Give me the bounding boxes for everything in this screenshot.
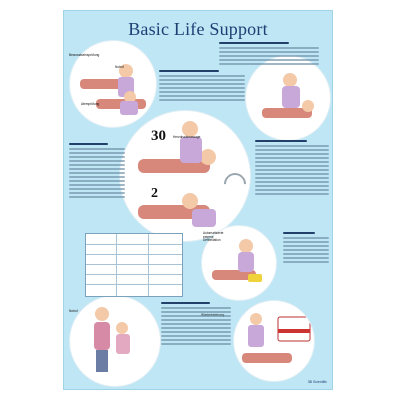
scene-aed-illustration <box>212 239 262 282</box>
text-block-right <box>255 140 329 195</box>
illustration-recovery <box>245 55 331 141</box>
text-block-right-lower <box>283 232 329 263</box>
text-block-left <box>69 143 125 198</box>
illustration-cpr-center <box>119 110 251 242</box>
scene-child-illustration <box>94 307 130 372</box>
poster-title: Basic Life Support <box>128 19 268 39</box>
label-top-left: Bewusstseinsprüfung <box>69 53 100 57</box>
label-bottom-left: Notruf <box>69 309 78 313</box>
text-block-top-right <box>219 42 319 65</box>
bls-poster: Basic Life Support Bewusstseinsprüfung N… <box>63 10 333 390</box>
label-center: Herzdruckmassage <box>173 135 201 139</box>
illustration-child-call <box>69 295 161 387</box>
text-block-upper-mid <box>159 70 245 101</box>
algorithm-table <box>85 233 183 297</box>
breaths-number: 2 <box>151 186 158 201</box>
compressions-number: 30 <box>151 128 166 144</box>
scene-ambulance-illustration <box>242 313 311 363</box>
label-defib: Automatisierte externe Defibrillation <box>203 231 224 243</box>
label-b: Notruf <box>115 65 124 69</box>
scene-cpr-illustration <box>138 121 216 227</box>
text-block-bottom-mid <box>161 302 231 345</box>
illustration-assessment <box>69 40 157 128</box>
illustration-aed <box>201 225 277 301</box>
scene-recovery-illustration <box>262 73 314 118</box>
label-c: Atemprüfung <box>81 102 100 106</box>
footer-logo: 3B Scientific <box>307 380 327 384</box>
scene-assessment-illustration <box>80 64 146 115</box>
illustration-handover <box>233 300 315 382</box>
